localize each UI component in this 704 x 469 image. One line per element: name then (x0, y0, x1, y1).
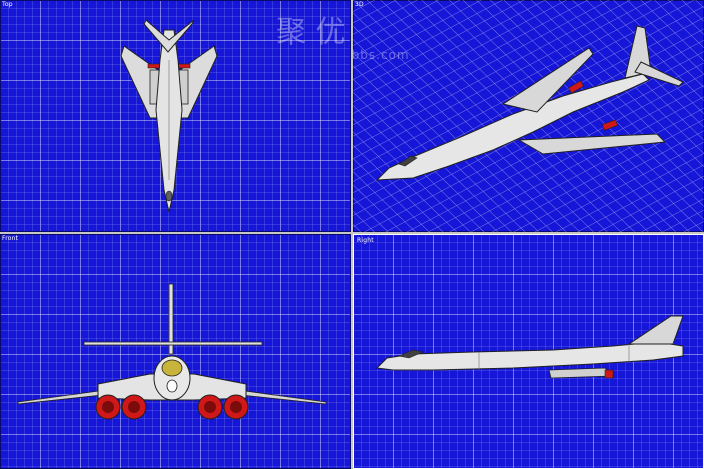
perspective-viewport-label: 3D (355, 1, 364, 8)
top-viewport-label: Top (2, 1, 13, 8)
right-viewport-label: Right (357, 237, 374, 244)
perspective-viewport[interactable]: 3D www.3dsbbs.com (353, 0, 704, 232)
front-view-aircraft (17, 283, 327, 420)
top-view-aircraft (120, 19, 218, 213)
front-viewport[interactable]: Front (0, 234, 351, 469)
right-view-aircraft (375, 315, 684, 379)
perspective-aircraft (375, 25, 684, 181)
top-viewport[interactable]: Top 聚 优 网 (0, 0, 351, 232)
right-viewport[interactable]: Right (353, 234, 704, 469)
front-viewport-label: Front (2, 235, 19, 242)
